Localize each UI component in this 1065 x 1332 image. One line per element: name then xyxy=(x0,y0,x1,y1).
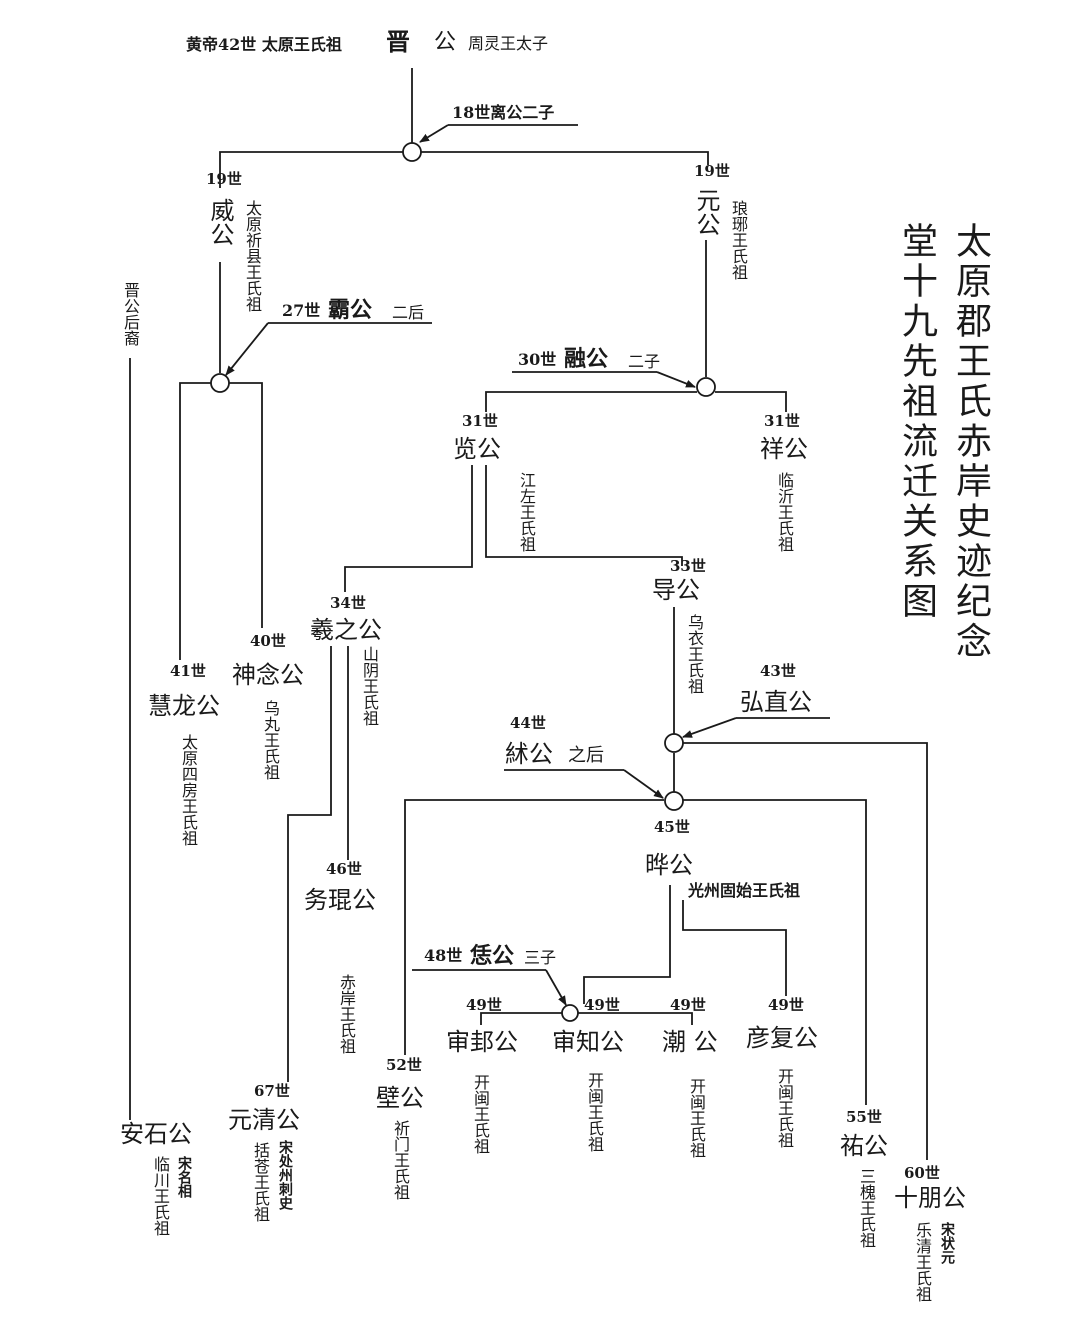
gen27-note: 二后 xyxy=(392,303,425,322)
gen52-name: 壁公 xyxy=(376,1084,424,1112)
gen49-c-name: 潮 公 xyxy=(662,1028,718,1056)
gen60-note: 宋状元 xyxy=(939,1222,955,1264)
gen60-name: 十朋公 xyxy=(894,1184,966,1212)
gen60-desc: 乐清王氏祖 xyxy=(913,1222,932,1302)
gen49-a-name: 审邽公 xyxy=(446,1028,518,1056)
diagram-title-line1: 太原郡王氏赤岸史迹纪念 xyxy=(950,222,991,662)
gen49-b-name: 审知公 xyxy=(552,1028,624,1056)
gen27-name: 霸公 xyxy=(328,297,373,323)
gen34-desc: 山阴王氏祖 xyxy=(360,646,379,726)
gen49-b-gen: 49世 xyxy=(584,996,620,1014)
gen55-desc: 三槐王氏祖 xyxy=(857,1168,876,1248)
node-circle xyxy=(696,377,716,397)
gen52-gen: 52世 xyxy=(386,1056,422,1074)
gen40-name: 神念公 xyxy=(232,661,304,689)
gen67-name: 元清公 xyxy=(228,1106,300,1134)
gen45-gen: 45世 xyxy=(654,818,690,836)
gen49-a-gen: 49世 xyxy=(466,996,502,1014)
gen19-yuan-name: 元公 xyxy=(692,188,720,236)
gen48-gen: 48世 xyxy=(424,946,463,965)
gen30-name: 融公 xyxy=(564,346,609,372)
gen49-c-desc: 开闽王氏祖 xyxy=(687,1078,706,1158)
gen40-desc: 乌丸王氏祖 xyxy=(261,700,280,780)
root-name-2: 公 xyxy=(434,30,457,55)
gen41-name: 慧龙公 xyxy=(148,692,220,720)
gen67-gen: 67世 xyxy=(254,1082,290,1100)
gen49-b-desc: 开闽王氏祖 xyxy=(585,1072,604,1152)
gen48-note: 三子 xyxy=(524,948,557,967)
gen44-gen: 44世 xyxy=(510,714,546,732)
gen49-d-desc: 开闽王氏祖 xyxy=(775,1068,794,1148)
anshi-name: 安石公 xyxy=(120,1120,192,1148)
gen34-gen: 34世 xyxy=(330,594,366,612)
node-circle xyxy=(210,373,230,393)
gen45-desc: 光州固始王氏祖 xyxy=(688,881,801,900)
gen19-yuan-gen: 19世 xyxy=(694,162,730,180)
root-origin: 黄帝42世 太原王氏祖 xyxy=(186,35,342,54)
gen30-gen: 30世 xyxy=(518,350,557,369)
gen48-name: 恁公 xyxy=(470,943,515,969)
gen49-c-gen: 49世 xyxy=(670,996,706,1014)
gen31-xiang-desc: 临沂王氏祖 xyxy=(775,472,794,552)
gen31-lan-gen: 31世 xyxy=(462,412,498,430)
diagram-title-line2: 堂十九先祖流迁关系图 xyxy=(896,222,937,622)
gen44-name: 絉公 xyxy=(505,740,553,768)
node-circle xyxy=(664,791,684,811)
gen41-gen: 41世 xyxy=(170,662,206,680)
gen30-note: 二子 xyxy=(628,352,661,371)
gen49-d-gen: 49世 xyxy=(768,996,804,1014)
gen55-name: 祐公 xyxy=(840,1132,888,1160)
root-title: 周灵王太子 xyxy=(468,34,549,53)
root-name-1: 晋 xyxy=(386,27,410,56)
gen52-desc: 祈门王氏祖 xyxy=(391,1120,410,1200)
gen19-wei-gen: 19世 xyxy=(206,170,242,188)
chian-label: 赤岸王氏祖 xyxy=(337,974,356,1054)
node-circle xyxy=(402,142,422,162)
node-circle xyxy=(561,1004,579,1022)
gen19-yuan-desc: 琅琊王氏祖 xyxy=(729,200,748,280)
gen49-a-desc: 开闽王氏祖 xyxy=(471,1074,490,1154)
gen67-desc: 括苍王氏祖 xyxy=(251,1142,270,1222)
gen19-wei-desc: 太原祈县王氏祖 xyxy=(243,200,262,312)
gen44-note: 之后 xyxy=(568,745,604,766)
gen46-gen: 46世 xyxy=(326,860,362,878)
gen46-name: 务琨公 xyxy=(304,886,376,914)
anshi-note: 宋名相 xyxy=(176,1156,192,1198)
gen31-xiang-name: 祥公 xyxy=(760,435,808,463)
gen43-name: 弘直公 xyxy=(740,688,812,716)
gen19-wei-name: 威公 xyxy=(206,198,234,246)
gen67-note: 宋处州刺史 xyxy=(277,1140,293,1210)
gen33-gen: 33世 xyxy=(670,557,706,575)
gen31-lan-name: 览公 xyxy=(453,435,501,463)
gen31-lan-desc: 江左王氏祖 xyxy=(517,472,536,552)
gen31-xiang-gen: 31世 xyxy=(764,412,800,430)
gen27-gen: 27世 xyxy=(282,301,321,320)
gen41-desc: 太原四房王氏祖 xyxy=(179,734,198,846)
gen55-gen: 55世 xyxy=(846,1108,882,1126)
gen60-gen: 60世 xyxy=(904,1164,940,1182)
gen43-gen: 43世 xyxy=(760,662,796,680)
gen40-gen: 40世 xyxy=(250,632,286,650)
anshi-desc: 临川王氏祖 xyxy=(151,1156,170,1236)
jin-descendant-label: 晋公后裔 xyxy=(121,282,140,346)
gen18-label: 18世离公二子 xyxy=(452,103,555,122)
gen45-name: 晔公 xyxy=(645,851,693,879)
gen33-desc: 乌衣王氏祖 xyxy=(685,614,704,694)
gen33-name: 导公 xyxy=(652,576,700,604)
gen49-d-name: 彦复公 xyxy=(746,1024,818,1052)
node-circle xyxy=(664,733,684,753)
gen34-name: 羲之公 xyxy=(310,616,382,644)
